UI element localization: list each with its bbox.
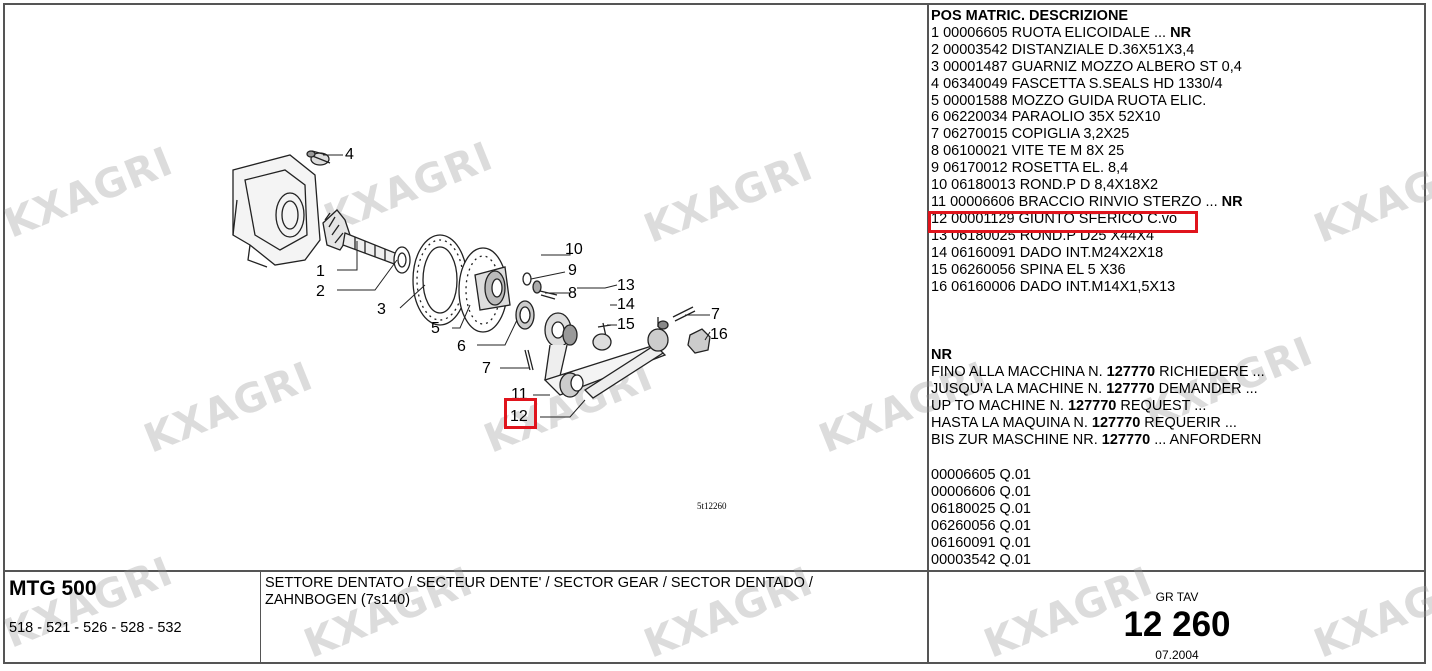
- revision-date: 07.2004: [1155, 648, 1199, 662]
- footer-divider: [3, 570, 1426, 572]
- quantity-item: 00006606 Q.01: [931, 484, 1031, 500]
- callout-8: 8: [568, 285, 577, 302]
- gasket-ring-drawing: [412, 234, 468, 326]
- ball-joint-drawing: [583, 317, 669, 399]
- nr-note-line: BIS ZUR MASCHINE NR. 127770 ... ANFORDER…: [931, 432, 1262, 448]
- model-name: MTG 500: [9, 577, 97, 600]
- quantity-list: 00006605 Q.01 00006606 Q.01 06180025 Q.0…: [931, 467, 1231, 569]
- catalog-sheet: [3, 3, 1426, 664]
- quantity-item: 00003542 Q.01: [931, 552, 1031, 568]
- part-row: 7 06270015 COPIGLIA 3,2X25: [931, 126, 1130, 143]
- part-row: 4 06340049 FASCETTA S.SEALS HD 1330/4: [931, 75, 1223, 92]
- part-row: 11 00006606 BRACCIO RINVIO STERZO ... NR: [931, 193, 1243, 210]
- quantity-item: 00006605 Q.01: [931, 467, 1031, 483]
- callout-12-highlight: [504, 398, 537, 429]
- callout-7: 7: [482, 360, 491, 377]
- nr-note-line: UP TO MACHINE N. 127770 REQUEST ...: [931, 398, 1207, 414]
- part-row: 10 06180013 ROND.P D 8,4X18X2: [931, 177, 1159, 194]
- part-row: 8 06100021 VITE TE M 8X 25: [931, 143, 1125, 160]
- nr-note-title: NR: [931, 347, 952, 363]
- callout-12: 12: [510, 408, 528, 425]
- nr-note: NR FINO ALLA MACCHINA N. 127770 RICHIEDE…: [931, 347, 1421, 449]
- callout-3: 3: [377, 301, 386, 318]
- callout-5: 5: [431, 320, 440, 337]
- footer-divider-left: [260, 570, 261, 664]
- group-description: SETTORE DENTATO / SECTEUR DENTE' / SECTO…: [265, 575, 813, 608]
- callout-14: 14: [617, 296, 635, 313]
- callout-4: 4: [345, 146, 354, 163]
- callout-15: 15: [617, 316, 635, 333]
- nr-note-line: HASTA LA MAQUINA N. 127770 REQUERIR ...: [931, 415, 1237, 431]
- gearbox-housing-drawing: [232, 154, 321, 268]
- table-number: 12 260: [1123, 605, 1231, 644]
- part-row-highlight: [928, 211, 1198, 233]
- callout-7-top: 7: [711, 306, 720, 323]
- helical-gear-shaft-drawing: [322, 209, 401, 266]
- nr-note-line: JUSQU'A LA MACHINE N. 127770 DEMANDER ..…: [931, 381, 1258, 397]
- part-row-highlighted: 12 00001129 GIUNTO SFERICO C.vo: [931, 210, 1178, 227]
- callout-16: 16: [710, 326, 728, 343]
- part-row: 15 06260056 SPINA EL 5 X36: [931, 261, 1126, 278]
- part-row: 9 06170012 ROSETTA EL. 8,4: [931, 160, 1129, 177]
- part-row: 2 00003542 DISTANZIALE D.36X51X3,4: [931, 41, 1195, 58]
- callout-1: 1: [316, 263, 325, 280]
- nr-note-line: FINO ALLA MACCHINA N. 127770 RICHIEDERE …: [931, 364, 1265, 380]
- quantity-item: 06260056 Q.01: [931, 518, 1031, 534]
- nut-drawing: [687, 328, 711, 354]
- hub-drawing: [458, 247, 511, 333]
- callout-9: 9: [568, 262, 577, 279]
- part-row: 5 00001588 MOZZO GUIDA RUOTA ELIC.: [931, 92, 1207, 109]
- spacer-drawing: [393, 246, 411, 274]
- quantity-item: 06160091 Q.01: [931, 535, 1031, 551]
- callout-10: 10: [565, 241, 583, 258]
- exploded-parts-drawing: 4 1 2 3 5 6 10 9 8 13 14 15 7 16 7 11 12…: [232, 146, 728, 511]
- plug-screw-drawing: [306, 150, 331, 166]
- part-row: 6 06220034 PARAOLIO 35X 52X10: [931, 109, 1161, 126]
- part-row: 14 06160091 DADO INT.M24X2X18: [931, 244, 1164, 261]
- model-serials: 518 - 521 - 526 - 528 - 532: [9, 620, 182, 636]
- part-row: 3 00001487 GUARNIZ MOZZO ALBERO ST 0,4: [931, 58, 1242, 75]
- parts-list-header: POS MATRIC. DESCRIZIONE: [931, 8, 1129, 24]
- callout-6: 6: [457, 338, 466, 355]
- callout-13: 13: [617, 277, 635, 294]
- quantity-item: 06180025 Q.01: [931, 501, 1031, 517]
- part-row: 16 06160006 DADO INT.M14X1,5X13: [931, 278, 1176, 295]
- column-divider: [927, 3, 929, 664]
- part-row: 1 00006605 RUOTA ELICOIDALE ... NR: [931, 24, 1192, 41]
- parts-list: POS MATRIC. DESCRIZIONE 1 00006605 RUOTA…: [931, 8, 1421, 295]
- washer-drawing: [522, 272, 532, 286]
- gr-tav-label: GR TAV: [1155, 590, 1199, 604]
- callout-2: 2: [316, 283, 325, 300]
- drawing-code: 5t12260: [697, 501, 727, 511]
